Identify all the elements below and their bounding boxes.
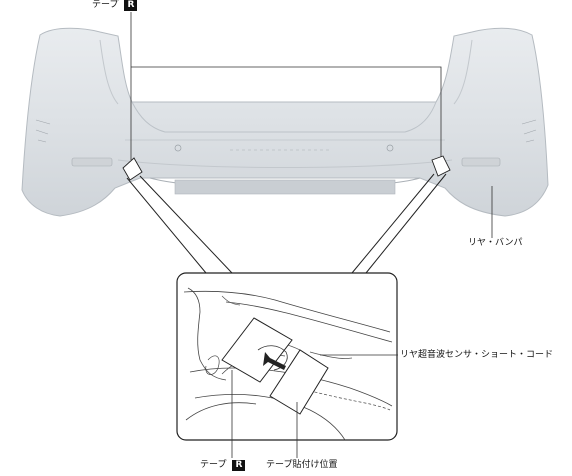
- sensor-harness-line: [131, 66, 442, 160]
- tape-patch-right: [431, 155, 451, 177]
- detail-view: [176, 272, 398, 441]
- tape-code-badge-bottom: R: [232, 460, 246, 471]
- label-bottom-tape-text: テープ: [200, 460, 227, 470]
- tape-piece-upper: [221, 317, 293, 383]
- tape-code-badge-top: R: [124, 0, 138, 11]
- label-tape-position: テープ貼付け位置: [266, 460, 338, 470]
- label-bottom-tape: テープ R: [200, 460, 246, 471]
- tape-patch-left: [122, 157, 143, 181]
- tape-piece-lower: [269, 349, 329, 415]
- tape-position-arrow: [263, 352, 286, 370]
- label-top-tape: テープ R: [92, 0, 138, 11]
- zoom-lines: [126, 173, 447, 274]
- rear-bumper: [21, 27, 549, 217]
- label-top-tape-text: テープ: [92, 0, 119, 10]
- label-rear-bumper: リヤ・バンパ: [468, 238, 523, 248]
- label-sensor-short-cord: リヤ超音波センサ・ショート・コード: [400, 350, 554, 360]
